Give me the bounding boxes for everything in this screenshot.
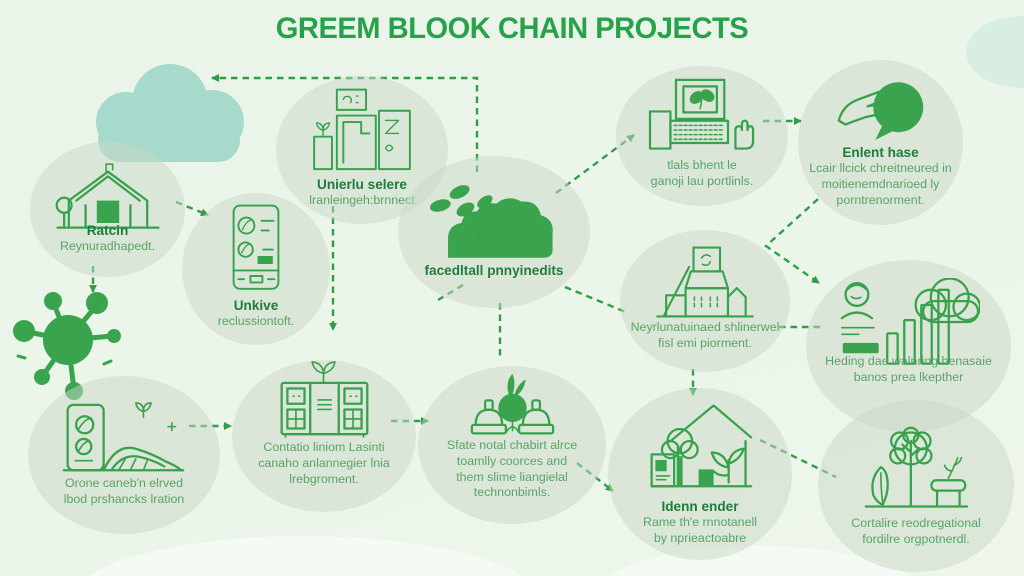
node-hand-gear: Enlent hase Lcair llcick chreitneured in… — [798, 60, 963, 225]
page-title: GREEM BLOOK CHAIN PROJECTS — [275, 12, 749, 45]
node-blob — [798, 60, 963, 225]
node-line: tlals bhent le — [667, 158, 737, 172]
node-farm: Ratcin Reynuradhapedt. — [30, 142, 185, 277]
laptop-leaf-icon — [648, 78, 755, 150]
node-heading: Idenn ender — [661, 499, 739, 514]
node-blob — [616, 66, 788, 206]
node-laptop: tlals bhent le ganoji lau portlinls. — [616, 66, 788, 206]
eco-cloud-icon — [429, 185, 553, 258]
arrow-handgear-to-chart — [764, 198, 820, 284]
node-line: ganoji lau portlinls. — [650, 173, 754, 188]
node-line: technonbimls. — [473, 485, 551, 500]
eco-house-icon — [650, 404, 753, 488]
node-heading: Unkive — [233, 298, 279, 313]
node-line: Heding dae walnring henasaie — [825, 354, 992, 368]
node-line: Orone caneb'n elrved — [64, 476, 184, 490]
node-factory: Neyrlunatuinaed shlinerwel fisl emi pior… — [620, 230, 790, 372]
teal-cloud-shape — [96, 64, 244, 162]
node-cabinet: Contatio liniom Lasinti canaho anlannegi… — [232, 360, 416, 512]
node-line: porntrenorment. — [836, 192, 925, 207]
node-blob — [620, 230, 790, 372]
growth-chart-icon — [840, 278, 980, 365]
node-heading: Unierlu selere — [317, 177, 407, 192]
node-line: them slime liangielal — [456, 469, 568, 484]
node-blob — [182, 193, 330, 345]
node-eco-cloud: facedltall pnnyinedits — [398, 156, 590, 308]
scales-icon — [470, 373, 554, 435]
node-line: moitienemdnarioed ly — [821, 177, 940, 191]
node-line: Sfate notal chabirt alrce — [446, 438, 578, 452]
node-park: Cortalire reodregational fordilre orgpot… — [818, 400, 1014, 572]
node-line: lbod prshancks lration — [63, 491, 185, 506]
node-heading: facedltall pnnyinedits — [424, 263, 564, 278]
storage-boxes-icon — [313, 88, 411, 171]
node-blob — [28, 376, 220, 534]
node-heading: Ratcin — [86, 223, 129, 238]
node-line: Reynuradhapedt. — [59, 239, 156, 254]
phone-icon — [232, 204, 280, 290]
node-line: lranleingeh:brnnect — [309, 193, 415, 208]
park-tree-icon — [864, 426, 969, 508]
node-line: banos prea lkepther — [853, 369, 964, 384]
node-heading: Enlent hase — [842, 145, 919, 160]
node-line: Contatio liniom Lasinti — [263, 440, 385, 454]
node-line: Lcair llcick chreitneured in — [809, 161, 952, 176]
arrow-boxes-to-cloud — [211, 74, 479, 172]
barn-icon — [55, 163, 160, 229]
node-blob — [232, 360, 416, 512]
node-house-trees: Idenn ender Rame th'e rnnotanell by npri… — [608, 388, 792, 560]
hand-gear-icon — [837, 82, 923, 140]
node-harvest: Orone caneb'n elrved lbod prshancks lrat… — [28, 376, 220, 534]
node-scales: Sfate notal chabirt alrce toamlly coorce… — [418, 366, 606, 524]
node-line: Neyrlunatuinaed shlinerwel — [630, 320, 780, 334]
arrow-scales-to-house — [576, 462, 614, 492]
node-line: canaho anlannegier lnia — [258, 455, 390, 470]
node-line: by nprieactoabre — [653, 531, 747, 545]
node-line: Rame th'e rnnotanell — [643, 515, 757, 530]
cabinet-sprout-icon — [280, 361, 369, 438]
node-line: fordilre orgpotnerdl. — [862, 531, 970, 546]
node-line: lrebgroment. — [289, 471, 359, 486]
node-line: toamlly coorces and — [456, 453, 568, 468]
factory-icon — [656, 246, 754, 318]
node-phone: Unkive reclussiontoft. — [182, 193, 330, 345]
node-line: Cortalire reodregational — [851, 516, 981, 530]
node-line: reclussiontoft. — [217, 314, 295, 329]
harvest-phone-icon — [62, 402, 185, 472]
node-line: fisl emi piorment. — [658, 335, 752, 350]
